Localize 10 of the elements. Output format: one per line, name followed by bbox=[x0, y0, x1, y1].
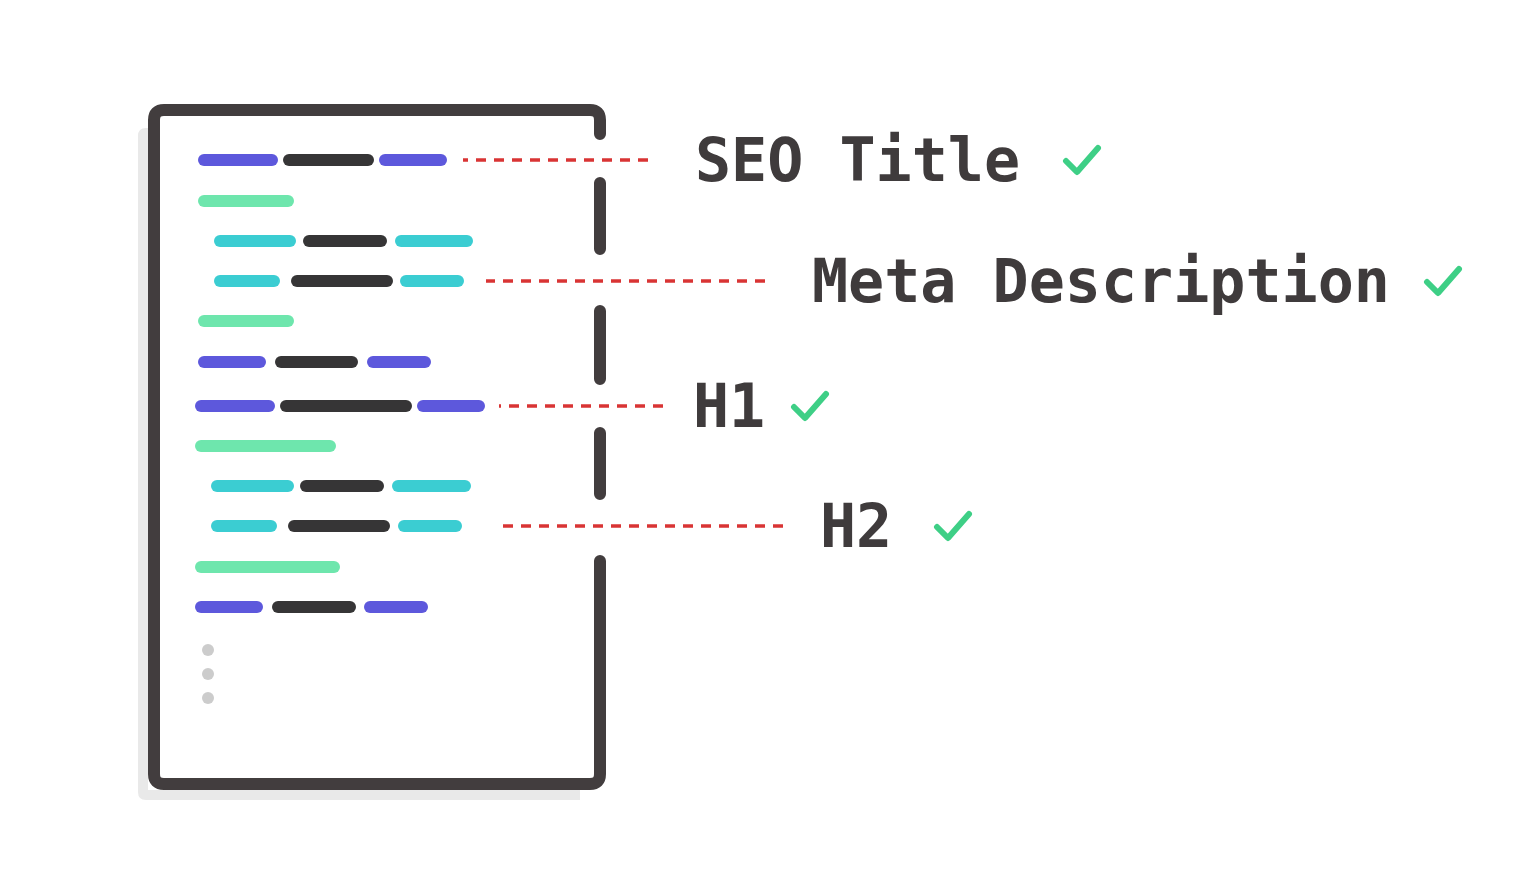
code-line bbox=[195, 400, 485, 412]
code-line bbox=[198, 154, 447, 166]
code-line bbox=[214, 275, 464, 287]
leader-line bbox=[486, 279, 765, 283]
callout-label: SEO Title bbox=[695, 130, 1021, 190]
leader-line bbox=[499, 404, 663, 408]
callout-label: H1 bbox=[693, 376, 766, 436]
callout-label: H2 bbox=[820, 496, 893, 556]
leader-line bbox=[463, 158, 648, 162]
code-line bbox=[211, 520, 462, 532]
